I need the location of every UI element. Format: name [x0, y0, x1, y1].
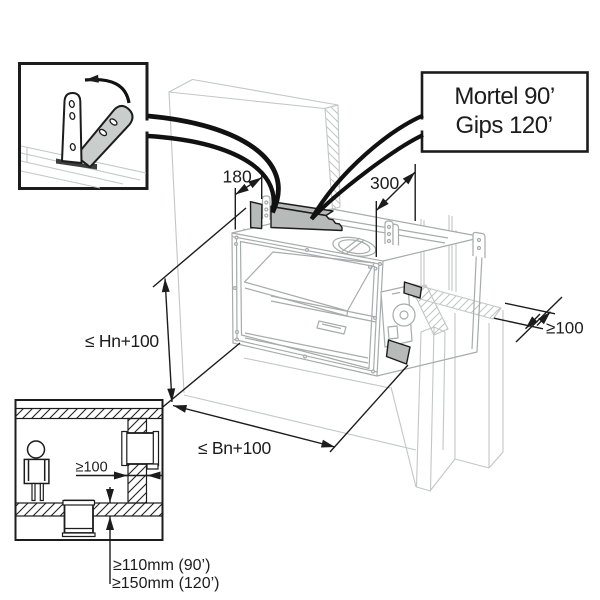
- svg-text:300: 300: [370, 173, 399, 193]
- svg-text:Gips 120’: Gips 120’: [456, 112, 553, 139]
- svg-text:≥150mm (120’): ≥150mm (120’): [112, 575, 219, 592]
- svg-text:≤ Bn+100: ≤ Bn+100: [198, 438, 271, 458]
- svg-text:≥100: ≥100: [546, 319, 584, 338]
- svg-text:180: 180: [223, 167, 252, 187]
- svg-text:≥110mm (90’): ≥110mm (90’): [113, 557, 210, 574]
- svg-text:≥100: ≥100: [76, 460, 108, 476]
- svg-text:Mortel 90’: Mortel 90’: [454, 83, 554, 110]
- svg-text:≤ Hn+100: ≤ Hn+100: [85, 331, 159, 351]
